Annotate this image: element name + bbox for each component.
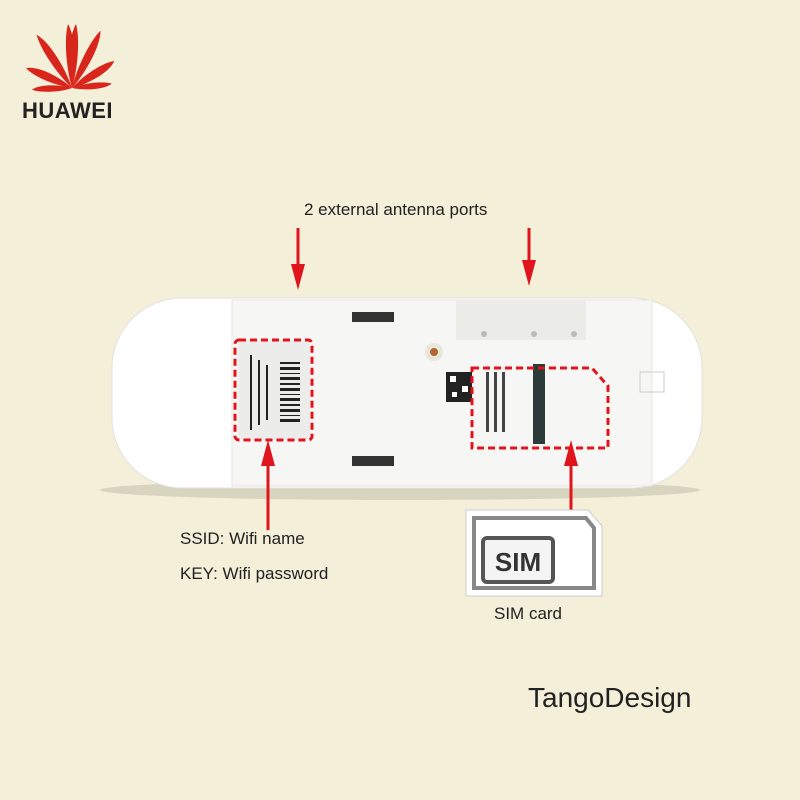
usb-modem-device — [111, 297, 703, 489]
antenna-ports-label: 2 external antenna ports — [304, 200, 488, 219]
ssid-label: SSID: Wifi name — [180, 529, 305, 548]
ssid-highlight-box — [233, 338, 314, 442]
sim-card-label: SIM card — [494, 604, 563, 623]
key-label: KEY: Wifi password — [180, 564, 329, 583]
huawei-logo — [25, 24, 115, 92]
sim-slot — [533, 364, 545, 444]
imei-sim-highlight-box — [470, 366, 610, 450]
sim-chip-text: SIM — [495, 547, 541, 577]
watermark: TangoDesign — [528, 682, 692, 713]
qr-code — [446, 372, 472, 402]
sim-card-icon — [465, 509, 603, 597]
brand-name: HUAWEI — [22, 98, 113, 123]
